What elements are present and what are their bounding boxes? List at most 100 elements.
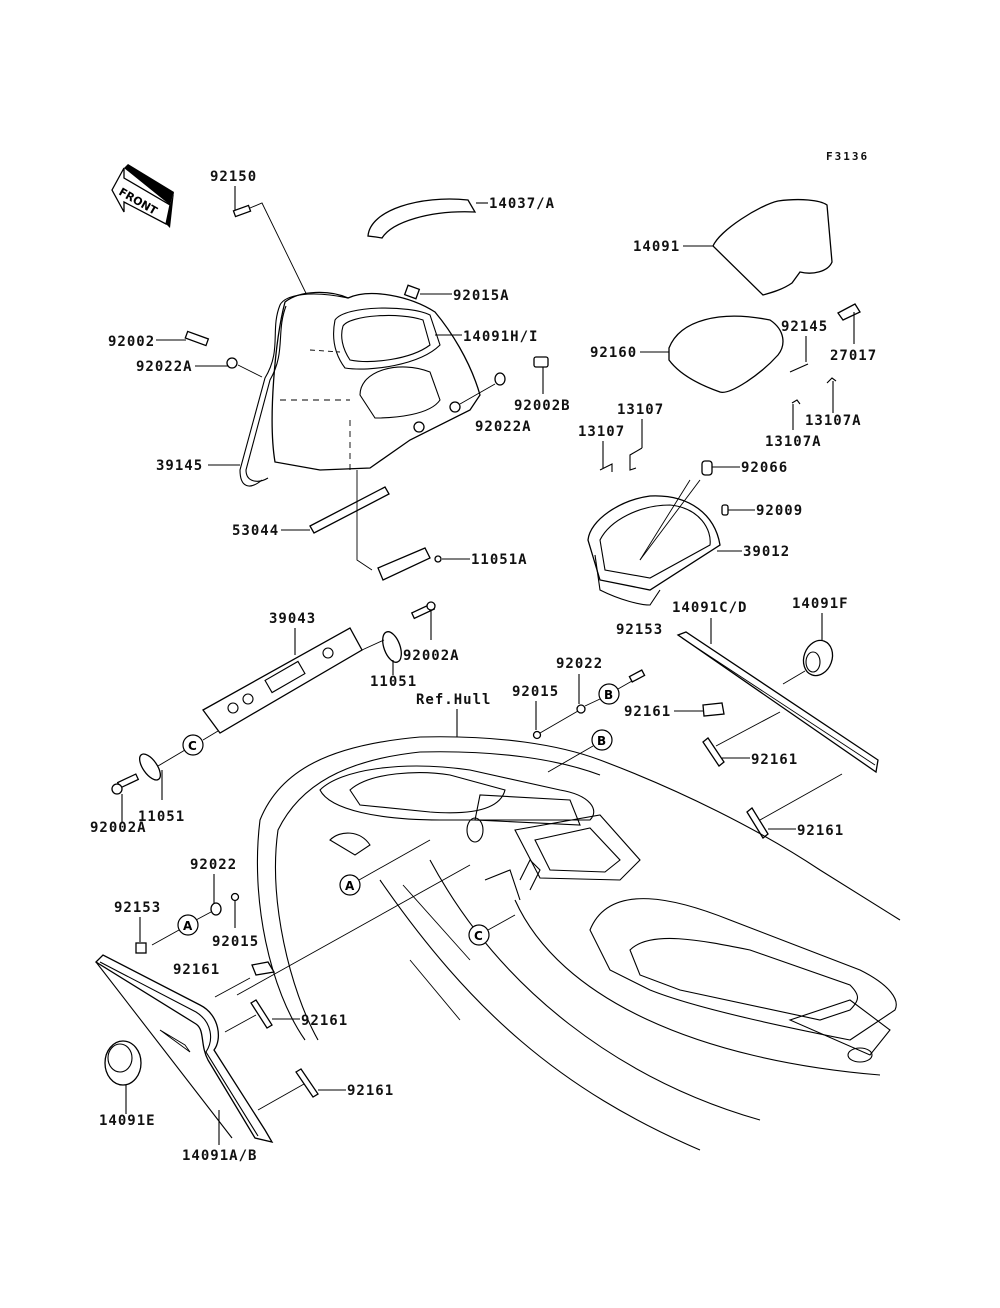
part-92015A[interactable]: 92015A	[403, 284, 510, 304]
label-92161-4: 92161	[173, 962, 220, 978]
part-92022A-left[interactable]: 92022A	[136, 357, 263, 378]
part-92161-6[interactable]: 92161	[257, 1068, 394, 1111]
callout-b-upper: B	[584, 669, 646, 707]
svg-text:A: A	[345, 879, 355, 893]
ref-hull-label: Ref.Hull	[416, 692, 491, 708]
part-92022-right[interactable]: 92022	[556, 656, 603, 714]
label-11051-bottom: 11051	[138, 809, 185, 825]
part-14037A[interactable]: 14037/A	[367, 196, 555, 239]
part-14091AB[interactable]: 14091A/B	[94, 954, 274, 1164]
part-92161-4[interactable]: 92161	[173, 864, 471, 998]
part-53044[interactable]: 53044	[232, 486, 390, 539]
part-14091CD[interactable]: 14091C/D	[672, 600, 879, 774]
callout-c-hull: C	[468, 914, 516, 946]
part-92015-right[interactable]: 92015	[512, 684, 579, 740]
label-92161-6: 92161	[347, 1083, 394, 1099]
label-14091: 14091	[633, 239, 680, 255]
part-14091F[interactable]: 14091F	[782, 596, 849, 685]
part-14091HI[interactable]: 14091H/I	[271, 291, 538, 471]
part-92161-1[interactable]: 92161	[624, 702, 725, 720]
part-92161-5[interactable]: 92161	[224, 999, 348, 1033]
hull: Ref.Hull	[256, 692, 901, 1151]
label-92022A-left: 92022A	[136, 359, 193, 375]
label-13107A-right: 13107A	[805, 413, 862, 429]
label-92160: 92160	[590, 345, 637, 361]
label-14091F: 14091F	[792, 596, 849, 612]
part-92002A-bottom[interactable]: 92002A	[90, 773, 147, 836]
part-39145[interactable]: 39145	[156, 293, 349, 487]
part-92002A-top[interactable]: 92002A	[403, 601, 460, 664]
label-92002A-bottom: 92002A	[90, 820, 147, 836]
label-92150: 92150	[210, 169, 257, 185]
label-13107-right: 13107	[617, 402, 664, 418]
part-14091[interactable]: 14091	[633, 198, 833, 296]
label-92002B: 92002B	[514, 398, 571, 414]
part-92153-right[interactable]: 92153	[616, 622, 663, 638]
label-14037A: 14037/A	[489, 196, 555, 212]
label-92161-5: 92161	[301, 1013, 348, 1029]
part-11051A[interactable]: 11051A	[356, 470, 528, 581]
label-53044: 53044	[232, 523, 279, 539]
label-92015-left: 92015	[212, 934, 259, 950]
part-39012[interactable]: 39012	[587, 479, 790, 606]
label-92153-left: 92153	[114, 900, 161, 916]
label-92002A-top: 92002A	[403, 648, 460, 664]
svg-text:C: C	[188, 739, 197, 753]
part-92022-left[interactable]: 92022	[190, 857, 237, 916]
part-39043[interactable]: 39043	[202, 611, 363, 734]
part-92002[interactable]: 92002	[108, 330, 210, 350]
label-39043: 39043	[269, 611, 316, 627]
label-92066: 92066	[741, 460, 788, 476]
part-92009[interactable]: 92009	[721, 503, 803, 519]
part-11051-bottom[interactable]: 11051	[136, 749, 186, 825]
label-92161-3: 92161	[797, 823, 844, 839]
label-13107-left: 13107	[578, 424, 625, 440]
label-39145: 39145	[156, 458, 203, 474]
part-92015-left[interactable]: 92015	[212, 892, 259, 951]
part-92161-3[interactable]: 92161	[746, 773, 844, 839]
label-11051-top: 11051	[370, 674, 417, 690]
svg-text:B: B	[597, 734, 606, 748]
label-92022-left: 92022	[190, 857, 237, 873]
label-13107A-left: 13107A	[765, 434, 822, 450]
figure-code: F3136	[826, 150, 869, 163]
callout-b-hull: B	[547, 729, 613, 773]
part-14091E[interactable]: 14091E	[99, 1040, 156, 1129]
part-92022A-right[interactable]: 92022A	[459, 372, 532, 435]
label-11051A: 11051A	[471, 552, 528, 568]
part-13107-left[interactable]: 13107	[578, 424, 625, 472]
part-92153-left[interactable]: 92153	[114, 900, 161, 954]
front-arrow-icon: FRONT	[111, 164, 174, 228]
svg-text:C: C	[474, 929, 483, 943]
callout-c-upper: C	[182, 730, 219, 756]
part-92161-2[interactable]: 92161	[702, 711, 798, 768]
callout-a-hull: A	[339, 839, 431, 896]
label-92009: 92009	[756, 503, 803, 519]
svg-text:B: B	[604, 688, 613, 702]
part-13107-right[interactable]: 13107	[617, 402, 664, 471]
label-92022A-right: 92022A	[475, 419, 532, 435]
svg-text:A: A	[183, 919, 193, 933]
part-13107A-right[interactable]: 13107A	[805, 377, 862, 429]
part-92145[interactable]: 92145	[781, 319, 828, 373]
label-92015-right: 92015	[512, 684, 559, 700]
label-92002: 92002	[108, 334, 155, 350]
label-14091AB: 14091A/B	[182, 1148, 257, 1164]
part-92066[interactable]: 92066	[701, 460, 788, 476]
label-92015A: 92015A	[453, 288, 510, 304]
label-14091CD: 14091C/D	[672, 600, 747, 616]
part-13107A-left[interactable]: 13107A	[765, 399, 822, 450]
part-11051-top[interactable]: 11051	[361, 629, 417, 690]
part-92002B[interactable]: 92002B	[514, 356, 571, 414]
label-92161-1: 92161	[624, 704, 671, 720]
part-27017[interactable]: 27017	[830, 303, 877, 364]
part-92160[interactable]: 92160	[590, 315, 784, 393]
label-92022-right: 92022	[556, 656, 603, 672]
label-14091HI: 14091H/I	[463, 329, 538, 345]
callout-a-left: A	[151, 911, 212, 946]
label-39012: 39012	[743, 544, 790, 560]
part-92150[interactable]: 92150	[210, 169, 321, 323]
label-92161-2: 92161	[751, 752, 798, 768]
label-92145: 92145	[781, 319, 828, 335]
